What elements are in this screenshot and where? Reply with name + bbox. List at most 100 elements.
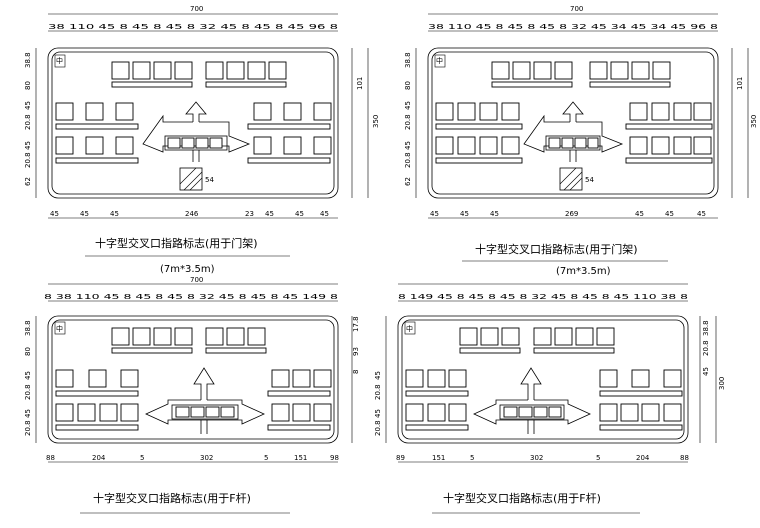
- svg-text:700: 700: [570, 5, 583, 13]
- svg-text:350: 350: [372, 115, 380, 128]
- svg-text:45: 45: [50, 210, 59, 218]
- panel-2-subtitle: (7m*3.5m): [556, 266, 611, 277]
- svg-text:20.8: 20.8: [24, 152, 32, 168]
- svg-text:20.8: 20.8: [404, 152, 412, 168]
- svg-text:88: 88: [680, 454, 689, 462]
- svg-text:8: 8: [352, 370, 360, 374]
- svg-text:45: 45: [265, 210, 274, 218]
- panel-1-bottom-dims: 45 45 45 246 23 45 45 45: [50, 210, 329, 218]
- panel-2-left-dims: 38.8 80 45 20.8 45 20.8 62: [404, 52, 412, 186]
- svg-text:151: 151: [432, 454, 445, 462]
- svg-text:5: 5: [596, 454, 600, 462]
- panel-1-left-blocks: [55, 102, 139, 164]
- svg-text:269: 269: [565, 210, 578, 218]
- svg-text:45: 45: [697, 210, 706, 218]
- svg-text:700: 700: [190, 276, 203, 284]
- svg-text:80: 80: [24, 81, 32, 90]
- svg-text:62: 62: [404, 177, 412, 186]
- svg-text:38.8: 38.8: [702, 320, 710, 336]
- panel-4-side-blocks: [405, 369, 683, 431]
- svg-text:101: 101: [356, 77, 364, 90]
- panel-4-bottom-dims: 89 151 5 302 5 204 88: [396, 454, 689, 462]
- svg-text:80: 80: [404, 81, 412, 90]
- svg-text:45: 45: [24, 141, 32, 150]
- svg-text:45: 45: [490, 210, 499, 218]
- panel-1: 700 38 110 45 8 45 8 45 8 32 45 8 45 8 4…: [24, 5, 380, 275]
- panel-3-bottom-dims: 88 204 5 302 5 151 98: [46, 454, 339, 462]
- svg-text:45: 45: [404, 101, 412, 110]
- svg-text:20.8: 20.8: [404, 114, 412, 130]
- svg-text:89: 89: [396, 454, 405, 462]
- svg-text:45: 45: [295, 210, 304, 218]
- panel-1-box-label: 54: [205, 176, 214, 184]
- svg-text:23: 23: [245, 210, 254, 218]
- svg-text:45: 45: [665, 210, 674, 218]
- panel-2-title: 十字型交叉口指路标志(用于门架): [475, 242, 638, 256]
- svg-text:45: 45: [635, 210, 644, 218]
- svg-text:45: 45: [374, 409, 382, 418]
- svg-text:302: 302: [530, 454, 543, 462]
- svg-text:204: 204: [636, 454, 650, 462]
- svg-text:45: 45: [702, 367, 710, 376]
- svg-text:45: 45: [374, 371, 382, 380]
- svg-text:204: 204: [92, 454, 106, 462]
- panel-1-top-dims: 38 110 45 8 45 8 45 8 32 45 8 45 8 45 96…: [48, 23, 338, 31]
- svg-text:38.8: 38.8: [404, 52, 412, 68]
- panel-1-right-blocks: [247, 102, 332, 164]
- svg-text:20.8: 20.8: [702, 340, 710, 356]
- svg-text:20.8: 20.8: [24, 384, 32, 400]
- svg-text:中: 中: [56, 324, 63, 333]
- panel-3: 700 8 38 110 45 8 45 8 45 8 32 45 8 45 8…: [24, 276, 360, 514]
- svg-text:45: 45: [460, 210, 469, 218]
- panel-3-top-dims: 8 38 110 45 8 45 8 45 8 32 45 8 45 8 45 …: [44, 293, 338, 301]
- panel-2-cross-arrow: [523, 101, 624, 162]
- panel-4-top-blocks: [459, 327, 615, 354]
- svg-text:中: 中: [406, 324, 413, 333]
- svg-text:302: 302: [200, 454, 213, 462]
- svg-text:151: 151: [294, 454, 307, 462]
- panel-2: 700 38 110 45 8 45 8 45 8 32 45 34 45 34…: [404, 5, 758, 277]
- panel-3-left-dims: 38.8 80 45 20.8 45 20.8: [24, 320, 32, 436]
- svg-text:45: 45: [430, 210, 439, 218]
- panel-3-side-blocks: [55, 369, 332, 431]
- panel-3-title: 十字型交叉口指路标志(用于F杆): [93, 491, 251, 505]
- svg-text:98: 98: [330, 454, 339, 462]
- svg-text:45: 45: [404, 141, 412, 150]
- svg-text:中: 中: [436, 56, 443, 65]
- panel-4-title: 十字型交叉口指路标志(用于F杆): [443, 491, 601, 505]
- svg-text:93: 93: [352, 347, 360, 356]
- panel-2-side-blocks: [435, 102, 713, 164]
- svg-text:45: 45: [24, 101, 32, 110]
- svg-text:20.8: 20.8: [24, 114, 32, 130]
- panel-4-top-dims: 8 149 45 8 45 8 45 8 32 45 8 45 8 45 110…: [398, 293, 688, 301]
- panel-1-top-total: 700: [190, 5, 203, 13]
- panel-3-cross-arrow: [145, 367, 265, 434]
- svg-text:350: 350: [750, 115, 758, 128]
- panel-1-top-block-right: [205, 61, 287, 88]
- svg-text:38.8: 38.8: [24, 52, 32, 68]
- svg-text:246: 246: [185, 210, 199, 218]
- panel-1-subtitle: (7m*3.5m): [160, 264, 215, 275]
- svg-text:45: 45: [24, 371, 32, 380]
- svg-text:20.8: 20.8: [24, 420, 32, 436]
- panel-4: 8 149 45 8 45 8 45 8 32 45 8 45 8 45 110…: [374, 283, 726, 514]
- panel-4-right-dims: 38.8 20.8 45 300: [702, 320, 726, 390]
- svg-text:45: 45: [320, 210, 329, 218]
- panel-1-title: 十字型交叉口指路标志(用于门架): [95, 236, 258, 250]
- svg-text:62: 62: [24, 177, 32, 186]
- svg-text:20.8: 20.8: [374, 420, 382, 436]
- svg-text:88: 88: [46, 454, 55, 462]
- panel-3-top-blocks: [111, 327, 267, 354]
- panel-2-top-blocks: [491, 61, 671, 88]
- panel-1-cross-arrow: [142, 101, 251, 162]
- svg-text:5: 5: [140, 454, 144, 462]
- svg-text:5: 5: [264, 454, 268, 462]
- panel-1-corner-label: 中: [56, 56, 63, 65]
- panel-1-hatched-box: 54: [179, 167, 214, 191]
- svg-text:45: 45: [80, 210, 89, 218]
- svg-text:45: 45: [110, 210, 119, 218]
- panel-2-bottom-dims: 45 45 45 269 45 45 45: [430, 210, 706, 218]
- svg-text:38.8: 38.8: [24, 320, 32, 336]
- svg-text:5: 5: [470, 454, 474, 462]
